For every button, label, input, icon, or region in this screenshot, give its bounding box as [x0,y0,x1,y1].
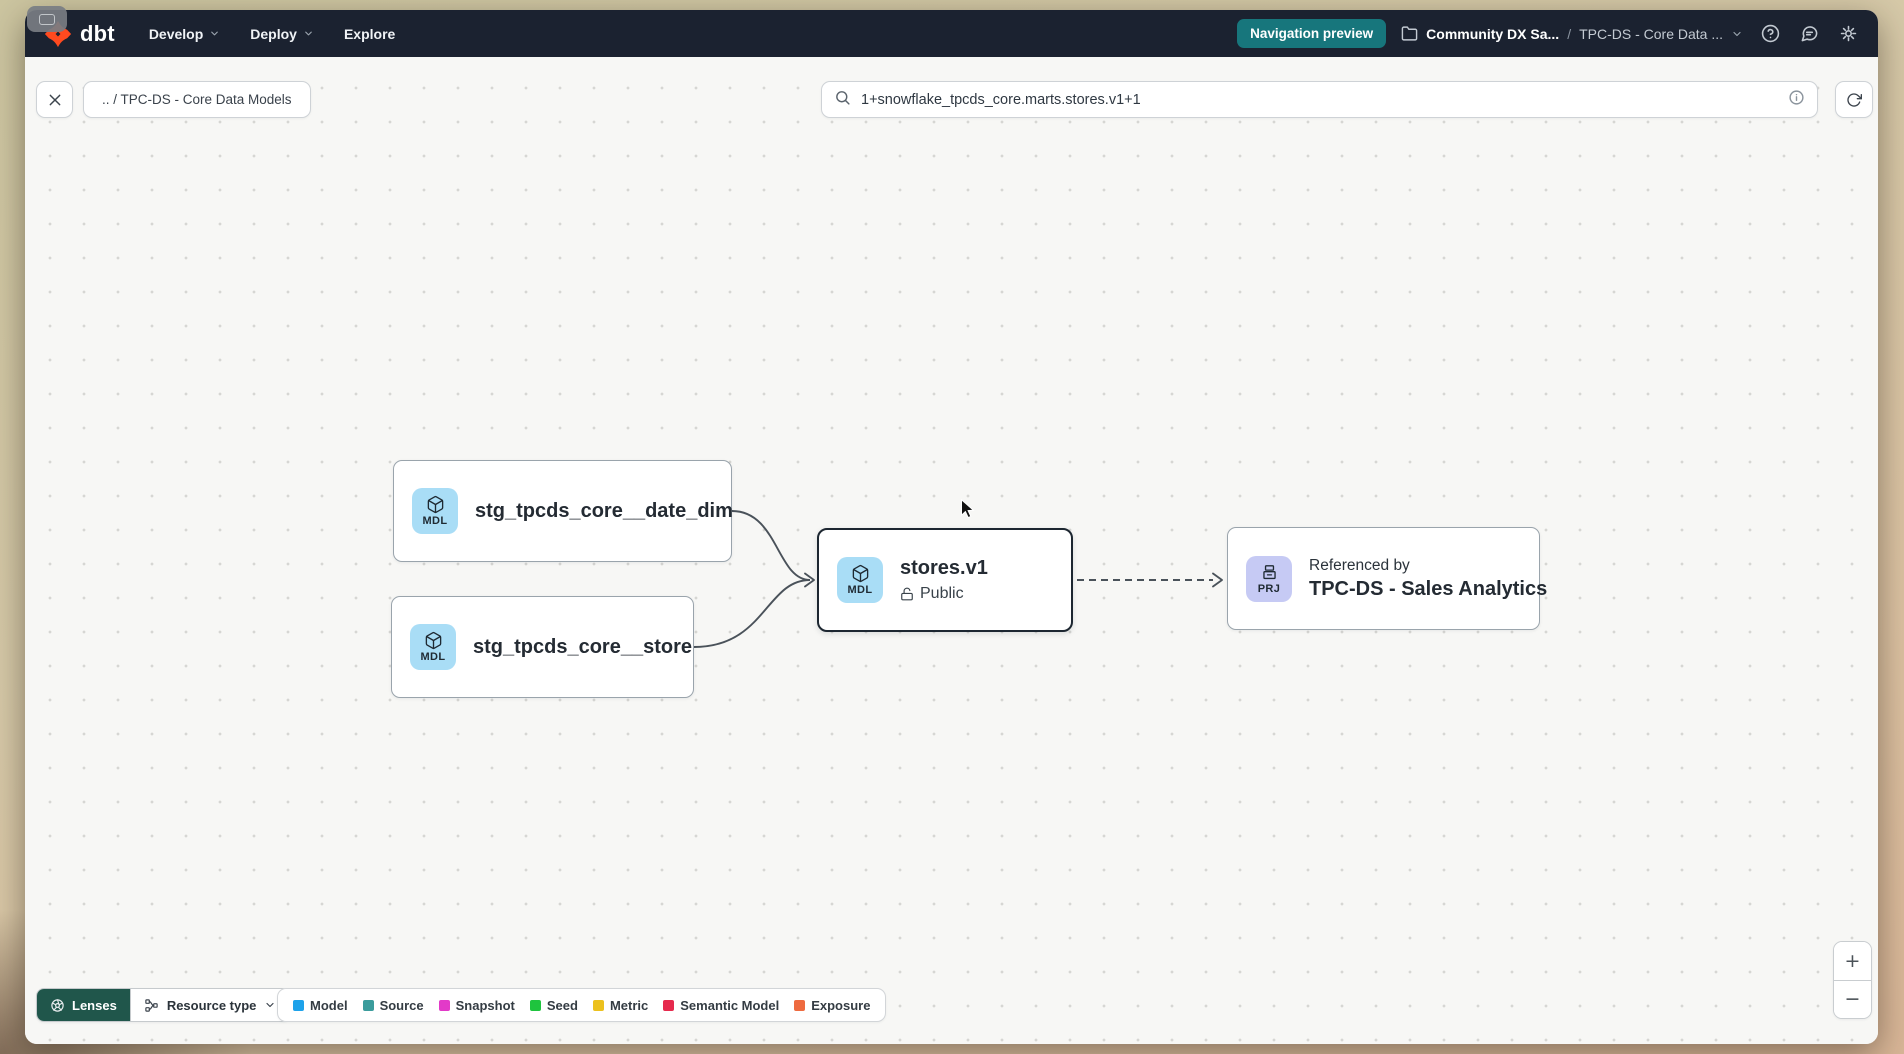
app-window: dbt Develop Deploy Explore Navigation pr… [25,10,1878,1044]
node-label: stg_tpcds_core__date_dim [475,499,733,522]
node-text-block: stores.v1 Public [900,557,988,603]
dbt-logo-icon [44,20,72,47]
mouse-cursor [961,499,975,519]
feedback-button[interactable] [1797,22,1821,46]
edge-date-dim-to-stores [731,510,811,581]
legend-swatch [293,999,304,1011]
dbt-logo-text: dbt [80,20,115,46]
model-badge: MDL [410,624,456,670]
legend-swatch [529,999,541,1011]
refresh-icon [1847,92,1862,107]
screen-recording-indicator [27,6,67,32]
legend-swatch [663,999,675,1011]
zoom-controls: + − [1833,941,1872,1019]
help-icon [1761,24,1779,43]
chat-bubble-icon [1801,26,1817,42]
edge-store-to-stores [693,579,811,648]
help-button[interactable] [1758,22,1782,46]
legend-swatch [794,999,806,1011]
node-label: stg_tpcds_core__store [473,635,692,658]
model-node-stores-v1-selected[interactable]: MDL stores.v1 Public [817,528,1073,632]
lens-icon [51,998,64,1012]
node-referenced-by-label: Referenced by [1309,556,1410,574]
folder-icon [1401,26,1418,41]
chevron-down-icon [266,1002,275,1008]
model-badge: MDL [412,488,458,534]
cube-icon [852,564,868,583]
legend-item-semantic-model: Semantic Model [663,998,779,1013]
model-node-stg-tpcds-core-date-dim[interactable]: MDL stg_tpcds_core__date_dim [393,460,733,562]
project-name[interactable]: TPC-DS - Core Data ... [1579,25,1723,42]
project-drawers-icon [1262,564,1276,579]
refresh-lineage-button[interactable] [1835,81,1873,118]
settings-button[interactable] [1836,22,1860,46]
menu-develop[interactable]: Develop [149,26,220,42]
close-icon [49,94,60,105]
resource-type-dropdown[interactable]: Resource type [129,989,290,1021]
lineage-search-input[interactable] [861,91,1778,108]
legend-item-model: Model [293,998,348,1013]
node-text-block: Referenced by TPC-DS - Sales Analytics [1309,557,1547,601]
cube-icon [427,495,443,514]
cube-icon [425,631,441,650]
legend-swatch [438,999,450,1011]
camera-icon [39,13,55,25]
legend-item-exposure: Exposure [794,998,870,1013]
top-navbar: dbt Develop Deploy Explore Navigation pr… [25,10,1878,57]
info-icon[interactable] [1788,89,1805,111]
menu-deploy[interactable]: Deploy [250,26,314,42]
legend-item-metric: Metric [592,998,648,1013]
project-badge: PRJ [1246,555,1292,602]
lineage-breadcrumb[interactable]: .. / TPC-DS - Core Data Models [83,81,311,118]
menu-explore[interactable]: Explore [343,25,396,42]
account-name[interactable]: Community DX Sa... [1426,25,1560,42]
node-access: Public [900,585,988,603]
lens-controls: Lenses Resource type [36,988,291,1022]
account-breadcrumb: Community DX Sa... / TPC-DS - Core Data … [1401,25,1743,42]
chevron-down-icon [211,31,219,36]
navbar-right: Navigation preview Community DX Sa... / … [1237,19,1860,48]
legend-swatch [592,999,604,1011]
navigation-preview-badge[interactable]: Navigation preview [1237,19,1387,48]
resource-type-legend: Model Source Snapshot Seed Metric Semant… [277,988,887,1022]
dbt-logo[interactable]: dbt [43,19,115,49]
zoom-in-button[interactable]: + [1834,942,1871,981]
legend-swatch [362,999,374,1011]
chevron-down-icon[interactable] [1731,28,1743,40]
legend-item-snapshot: Snapshot [438,998,515,1013]
lineage-canvas[interactable]: .. / TPC-DS - Core Data Models MDL stg_t… [25,57,1878,1044]
node-project-name: TPC-DS - Sales Analytics [1309,577,1548,600]
model-node-stg-tpcds-core-store[interactable]: MDL stg_tpcds_core__store [391,596,694,698]
legend-item-source: Source [362,998,424,1013]
resource-graph-icon [145,998,158,1012]
model-badge: MDL [837,557,883,603]
legend-item-seed: Seed [529,998,578,1013]
search-icon [834,89,851,111]
node-label: stores.v1 [900,557,988,579]
lineage-search-bar [821,81,1818,118]
gear-icon [1840,25,1856,42]
zoom-out-button[interactable]: − [1834,980,1871,1018]
breadcrumb-separator: / [1567,25,1572,42]
unlock-icon [901,587,913,601]
close-lineage-button[interactable] [36,81,73,118]
arrowhead [1212,572,1223,588]
chevron-down-icon [305,31,312,36]
lenses-button[interactable]: Lenses [37,989,130,1021]
project-node-referenced-by[interactable]: PRJ Referenced by TPC-DS - Sales Analyti… [1227,527,1547,630]
arrowhead [804,572,815,588]
main-menu: Develop Deploy Explore [149,26,396,42]
